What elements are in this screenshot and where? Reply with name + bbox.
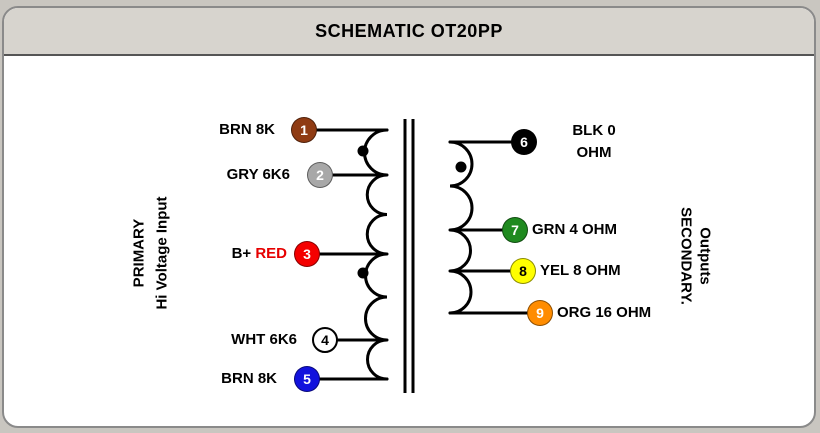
schematic-window: SCHEMATIC OT20PP	[2, 6, 816, 428]
pin-8-terminal: 8	[510, 258, 536, 284]
phase-dot-primary-mid	[357, 267, 369, 279]
pin-1-terminal: 1	[291, 117, 317, 143]
pin-5-label: BRN 8K	[221, 370, 277, 387]
schematic-canvas: PRIMARY Hi Voltage Input SECONDARY. Outp…	[4, 8, 814, 426]
pin-7-terminal: 7	[502, 217, 528, 243]
pin-4-terminal: 4	[312, 327, 338, 353]
phase-dot-secondary	[455, 161, 467, 173]
page-title: SCHEMATIC OT20PP	[315, 20, 503, 41]
pin-1-label: BRN 8K	[219, 121, 275, 138]
pin-6-terminal: 6	[511, 129, 537, 155]
pin-8-label: YEL 8 OHM	[540, 262, 621, 279]
pin-6-label-line1: BLK 0	[572, 122, 616, 139]
phase-dot-primary-top	[357, 145, 369, 157]
primary-coil	[363, 128, 389, 381]
pin-2-terminal: 2	[307, 162, 333, 188]
pin-6-label: BLK 0 OHM	[552, 120, 636, 164]
core-lines	[403, 119, 415, 393]
pin-5-terminal: 5	[294, 366, 320, 392]
pin-4-label: WHT 6K6	[231, 331, 297, 348]
pin-3-label-plain: B+	[231, 245, 252, 262]
pin-2-label: GRY 6K6	[226, 166, 290, 183]
pin-9-terminal: 9	[527, 300, 553, 326]
pin-3-terminal: 3	[294, 241, 320, 267]
pin-3-label-red: RED	[255, 245, 287, 262]
title-bar: SCHEMATIC OT20PP	[4, 8, 814, 56]
pin-3-label: B+ RED	[124, 245, 287, 262]
secondary-section-subtitle: Outputs	[696, 227, 714, 285]
pin-9-label: ORG 16 OHM	[557, 304, 652, 321]
secondary-coil	[448, 140, 474, 315]
pin-6-label-line2: OHM	[576, 144, 612, 161]
phase-dots	[357, 145, 467, 279]
secondary-section-title: SECONDARY.	[677, 207, 695, 305]
pin-7-label: GRN 4 OHM	[532, 221, 618, 238]
